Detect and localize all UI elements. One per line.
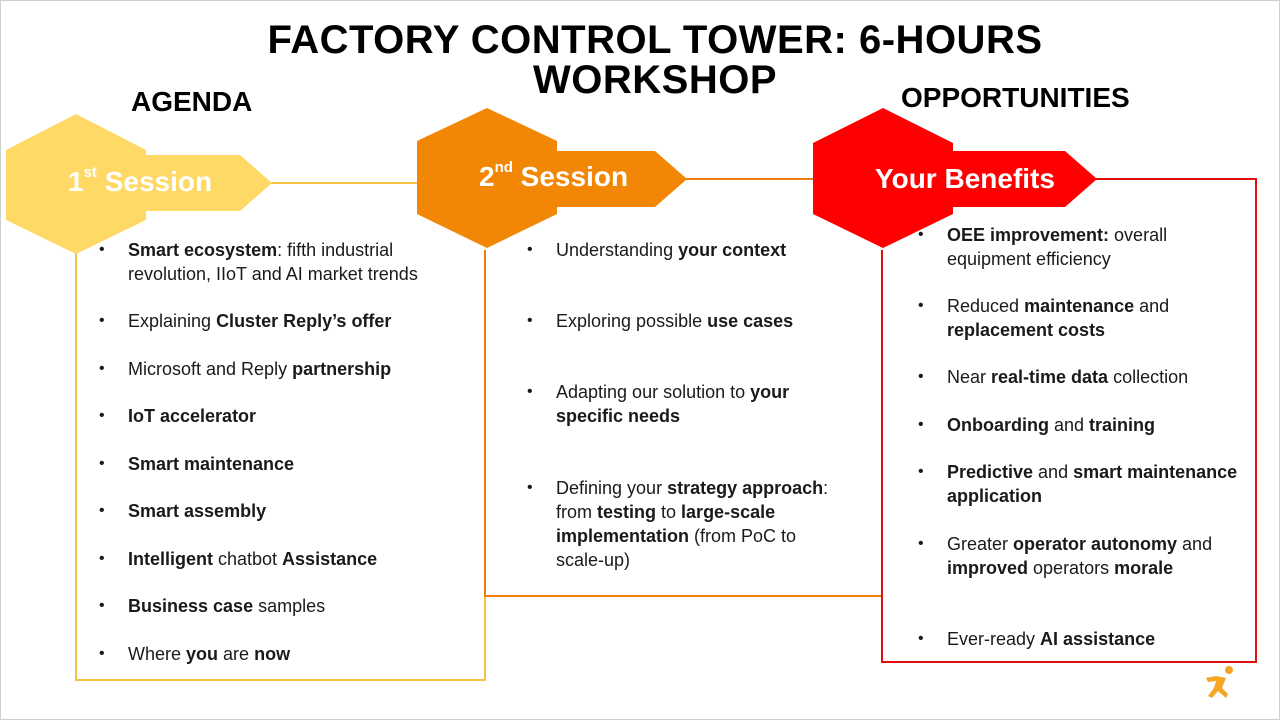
benefits-item-text: Predictive xyxy=(947,462,1034,482)
slide-title: FACTORY CONTROL TOWER: 6-HOURS WORKSHOP xyxy=(267,18,1043,102)
session1-item-text: Intelligent xyxy=(128,549,213,569)
benefits-item: OEE improvement: overall equipment effic… xyxy=(918,223,1247,271)
session2-item-text: Defining your xyxy=(556,478,668,498)
session2-item: Exploring possible use cases xyxy=(527,309,836,333)
session1-item-text: Explaining xyxy=(128,311,217,331)
session1-item-text: samples xyxy=(253,596,326,616)
session1-item: Intelligent chatbot Assistance xyxy=(99,547,468,571)
session2-item-text: strategy approach xyxy=(667,478,824,498)
session2-item-text: : from xyxy=(556,478,829,522)
session2-item-text: large-scale implementation xyxy=(556,502,776,546)
session1-item: Smart ecosystem: fifth industrial revolu… xyxy=(99,238,468,286)
session1-item-text: partnership xyxy=(292,359,392,379)
benefits-box-border xyxy=(881,178,1257,663)
session1-item-text: Business case xyxy=(128,596,254,616)
opportunities-heading: OPPORTUNITIES xyxy=(901,82,1130,113)
session2-item: Understanding your context xyxy=(527,238,836,262)
benefits-item-text: and xyxy=(1049,415,1090,435)
session1-item: Microsoft and Reply partnership xyxy=(99,357,468,381)
benefits-item: Onboarding and training xyxy=(918,413,1247,437)
session2-item-text: Exploring possible xyxy=(556,311,708,331)
benefits-item-text: smart maintenance application xyxy=(947,462,1238,506)
session2-item-text: use cases xyxy=(707,311,794,331)
session2-banner xyxy=(450,151,687,207)
session1-banner xyxy=(40,155,272,211)
session2-item-text: Understanding xyxy=(556,240,679,260)
session1-item-text: now xyxy=(254,644,291,664)
session1-item: Explaining Cluster Reply’s offer xyxy=(99,309,468,333)
benefits-label: Your Benefits xyxy=(875,163,1055,194)
session1-item-text: Assistance xyxy=(282,549,378,569)
benefits-item: Greater operator autonomy and improved o… xyxy=(918,532,1247,580)
session1-item-text: Smart assembly xyxy=(128,501,267,521)
benefits-item-text: training xyxy=(1089,415,1156,435)
session1-item-text: Smart ecosystem xyxy=(128,240,278,260)
session2-item: Defining your strategy approach: from te… xyxy=(527,476,836,572)
benefits-item-text: collection xyxy=(1108,367,1189,387)
benefits-item-text: operator autonomy xyxy=(1013,534,1178,554)
session2-item-text: (from PoC to scale-up) xyxy=(556,526,797,570)
session1-item: IoT accelerator xyxy=(99,404,468,428)
session1-item-text: are xyxy=(218,644,255,664)
benefits-item-text: replacement costs xyxy=(947,320,1106,340)
session1-item: Business case samples xyxy=(99,594,468,618)
benefits-item-text: Greater xyxy=(947,534,1014,554)
session1-label: 1st Session xyxy=(68,164,213,197)
benefits-item-text: morale xyxy=(1114,558,1174,578)
session2-item-text: to xyxy=(656,502,682,522)
benefits-item-text: Near xyxy=(947,367,992,387)
session2-item-text: Adapting our solution to xyxy=(556,382,751,402)
benefits-item-text: real-time data xyxy=(991,367,1109,387)
benefits-item-text: Reduced xyxy=(947,296,1025,316)
benefits-item-text: improved xyxy=(947,558,1029,578)
session1-item-text: : fifth industrial revolution, IIoT and … xyxy=(128,240,418,284)
session1-item-text: Microsoft and Reply xyxy=(128,359,293,379)
benefits-item-text: overall equipment efficiency xyxy=(947,225,1168,269)
benefits-item-text: maintenance xyxy=(1024,296,1135,316)
session2-item: Adapting our solution to your specific n… xyxy=(527,380,836,428)
session1-item-text: IoT accelerator xyxy=(128,406,257,426)
benefits-item-text: OEE improvement: xyxy=(947,225,1110,245)
session1-item: Smart maintenance xyxy=(99,452,468,476)
benefits-item-text: Ever-ready xyxy=(947,629,1041,649)
benefits-item: Near real-time data collection xyxy=(918,365,1247,389)
benefits-item-text: and xyxy=(1033,462,1074,482)
session1-item-text: you xyxy=(186,644,219,664)
session1-item-text: chatbot xyxy=(213,549,283,569)
benefits-item-text: and xyxy=(1177,534,1213,554)
session2-item-text: your context xyxy=(678,240,787,260)
benefits-item-text: Onboarding xyxy=(947,415,1049,435)
session1-item: Where you are now xyxy=(99,642,468,666)
session2-label: 2nd Session xyxy=(479,159,629,192)
benefits-item: Reduced maintenance and replacement cost… xyxy=(918,294,1247,342)
benefits-item: Predictive and smart maintenance applica… xyxy=(918,460,1247,508)
session2-item-text: your specific needs xyxy=(556,382,790,426)
benefits-item-text: AI assistance xyxy=(1040,629,1156,649)
agenda-heading: AGENDA xyxy=(131,86,253,117)
benefits-item-text: operators xyxy=(1028,558,1115,578)
session2-item-text: testing xyxy=(597,502,657,522)
session1-item: Smart assembly xyxy=(99,499,468,523)
running-figure-icon xyxy=(1200,664,1240,709)
session1-item-text: Smart maintenance xyxy=(128,454,295,474)
benefits-item: Ever-ready AI assistance xyxy=(918,627,1247,651)
session1-item-text: Cluster Reply’s offer xyxy=(216,311,392,331)
benefits-banner xyxy=(845,151,1097,207)
session1-item-text: Where xyxy=(128,644,187,664)
benefits-item-text: and xyxy=(1134,296,1170,316)
